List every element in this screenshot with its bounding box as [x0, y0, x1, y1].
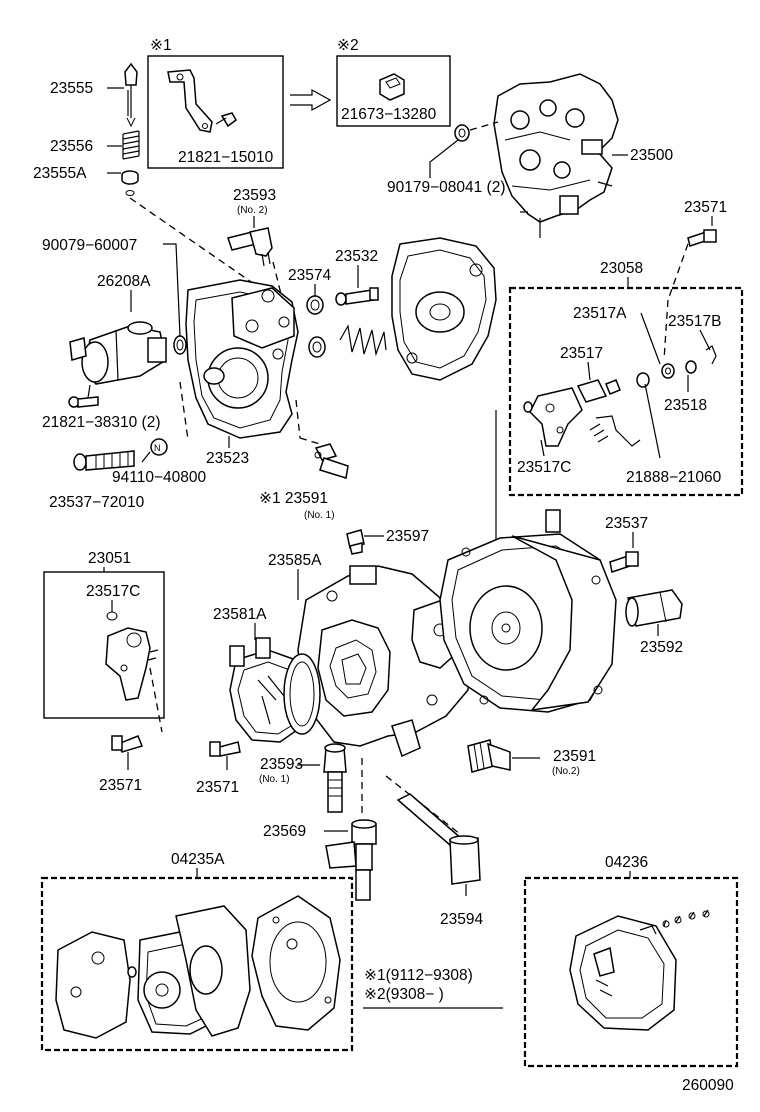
part-23591-no2-fitting [467, 739, 511, 773]
label-23571-top: 23571 [684, 199, 727, 216]
label-23591-mid-sub: (No.2) [552, 766, 580, 777]
part-spring [339, 324, 387, 357]
variant-2-box [336, 55, 451, 127]
part-23555-valve [124, 62, 138, 128]
part-26208A-solenoid [69, 321, 167, 385]
part-90079-60007-oring [173, 335, 187, 355]
label-23571-mid: 23571 [196, 779, 239, 796]
svg-text:N: N [154, 443, 161, 453]
label-23581A: 23581A [213, 606, 267, 623]
part-21673-13280-clip [379, 73, 405, 101]
kit-23058-box [508, 286, 744, 497]
part-23571-bolt-left [111, 735, 144, 753]
label-23058: 23058 [600, 260, 643, 277]
diagram-code: 260090 [682, 1077, 734, 1094]
label-k2: ※2 [337, 37, 359, 54]
part-21821-38310-bolt [68, 396, 99, 408]
part-23593-no2-fitting [227, 227, 273, 267]
label-04236: 04236 [605, 854, 648, 871]
part-04236-assembly [569, 909, 710, 1031]
part-23532-screw [335, 287, 379, 306]
label-23571-left: 23571 [99, 777, 142, 794]
label-94110-40800: 94110−40800 [112, 469, 206, 486]
label-90079-60007: 90079−60007 [42, 237, 137, 254]
part-23537-bolt [609, 551, 639, 573]
part-23537-72010-bolt [73, 450, 135, 471]
label-23585A: 23585A [268, 552, 322, 569]
part-23594-pipe [396, 793, 481, 885]
variant-1-box [147, 55, 284, 169]
label-23555: 23555 [50, 80, 93, 97]
note-k1-range: ※1(9112−9308) [364, 967, 473, 984]
label-23593-mid: 23593 [260, 756, 303, 773]
label-23532: 23532 [335, 248, 378, 265]
part-23555A-nut [121, 170, 139, 196]
label-23537: 23537 [605, 515, 648, 532]
note-k2-range: ※2(9308− ) [364, 986, 444, 1003]
part-23571-bolt-mid [209, 741, 241, 757]
label-23591-top: ※1 23591 [259, 490, 328, 507]
label-23594: 23594 [440, 911, 483, 928]
part-23597-plug [346, 529, 365, 555]
label-21821-15010: 21821−15010 [178, 149, 274, 166]
label-21673-13280: 21673−13280 [341, 106, 437, 123]
part-seal [308, 336, 326, 358]
kit-04236-box [523, 876, 739, 1068]
label-23500: 23500 [630, 147, 673, 164]
part-23574-gasket [306, 295, 324, 315]
label-23591-mid: 23591 [553, 748, 596, 765]
label-21888-21060: 21888−21060 [626, 469, 722, 486]
part-23592-fitting [625, 589, 683, 627]
part-23593-no1-fitting [323, 743, 347, 813]
label-23574: 23574 [288, 267, 331, 284]
label-26208A: 26208A [97, 273, 151, 290]
part-diaphragm-top [391, 237, 497, 381]
label-23517B: 23517B [668, 313, 721, 330]
label-90179-08041: 90179−08041 (2) [387, 179, 506, 196]
label-21821-38310: 21821−38310 (2) [42, 414, 161, 431]
label-23569: 23569 [263, 823, 306, 840]
label-23518: 23518 [664, 397, 707, 414]
label-23593-top-sub: (No. 2) [237, 205, 268, 216]
part-gasket-23581A [283, 653, 321, 735]
label-04235A: 04235A [171, 851, 225, 868]
part-04235A-assembly [55, 895, 341, 1039]
part-23518-clip [685, 360, 697, 374]
label-23591-top-sub: (No. 1) [304, 510, 335, 521]
part-23500-vaporizer-assembly [493, 73, 619, 238]
part-23591-no1-fitting [314, 443, 349, 479]
part-94110-40800-nut: N [150, 438, 168, 456]
part-23517-valve-lever [529, 379, 641, 447]
label-23597: 23597 [386, 528, 429, 545]
label-23517A: 23517A [573, 305, 627, 322]
part-23523-cover [185, 279, 299, 439]
label-23517C-left: 23517C [86, 583, 140, 600]
label-23523: 23523 [206, 450, 249, 467]
part-bracket-k1 [167, 69, 237, 133]
part-large-diaphragm [439, 509, 617, 713]
label-23592: 23592 [640, 639, 683, 656]
label-23593-top: 23593 [233, 187, 276, 204]
variant-23051-box [43, 571, 165, 719]
label-23051: 23051 [88, 550, 131, 567]
part-23556-spring [122, 130, 140, 160]
label-23537-72010: 23537−72010 [49, 494, 145, 511]
part-90179-08041-seal [454, 124, 470, 142]
part-23571-bolt-top [687, 229, 717, 247]
label-23593-mid-sub: (No. 1) [259, 774, 290, 785]
kit-04235A-box [40, 876, 354, 1052]
label-23555A: 23555A [33, 165, 87, 182]
label-23556: 23556 [50, 138, 93, 155]
part-23517C-lever-left [105, 627, 159, 701]
label-23517C-top: 23517C [517, 459, 571, 476]
label-k1: ※1 [150, 37, 172, 54]
arrow-icon [290, 88, 332, 112]
part-23517A-ring [636, 372, 650, 388]
label-23517: 23517 [560, 345, 603, 362]
part-23569-tee [325, 819, 377, 901]
